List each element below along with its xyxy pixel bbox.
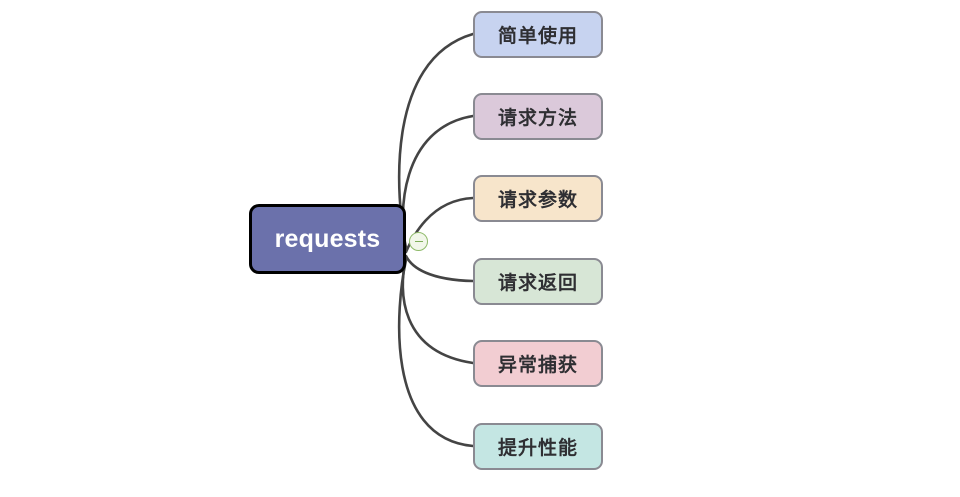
connector-edge [397, 32, 475, 250]
child-node-label: 提升性能 [497, 438, 578, 459]
child-node-label: 请求方法 [497, 108, 578, 129]
child-node[interactable]: 提升性能 [473, 423, 603, 470]
connector-edge [404, 254, 475, 283]
root-node-label: requests [274, 224, 381, 253]
child-node[interactable]: 请求参数 [473, 175, 603, 222]
connector-edge [401, 256, 475, 365]
root-node-requests[interactable]: requests [249, 204, 406, 274]
connector-edge [401, 114, 475, 252]
child-node[interactable]: 简单使用 [473, 11, 603, 58]
minus-circle-icon[interactable] [409, 232, 428, 251]
child-node[interactable]: 异常捕获 [473, 340, 603, 387]
child-node-label: 异常捕获 [497, 355, 578, 376]
child-node-label: 请求返回 [497, 273, 578, 294]
child-node-label: 请求参数 [497, 190, 578, 211]
child-node[interactable]: 请求方法 [473, 93, 603, 140]
connector-edge [397, 258, 475, 448]
child-node[interactable]: 请求返回 [473, 258, 603, 305]
child-node-label: 简单使用 [497, 26, 578, 47]
minus-bar [414, 240, 423, 243]
